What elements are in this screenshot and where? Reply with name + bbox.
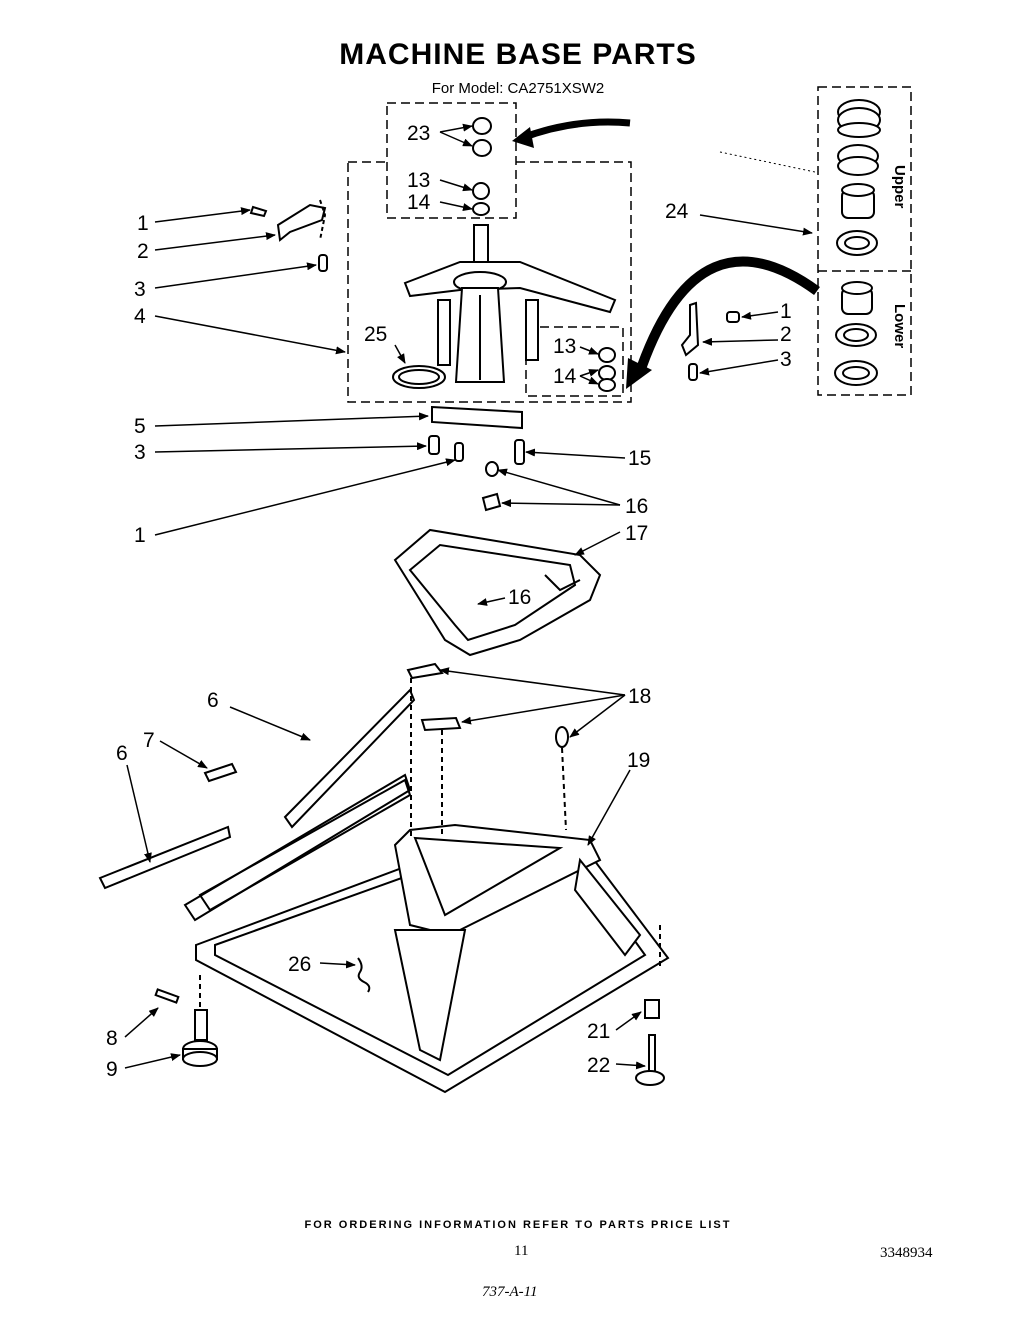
model-line: For Model: CA2751XSW2 [431,80,605,97]
callout-13a: 13 [407,169,430,192]
callout-3a: 3 [134,278,146,301]
machine-base-frame [183,773,670,1094]
callout-19: 19 [627,749,650,772]
callout-6b: 6 [116,742,128,765]
callout-13b: 13 [553,335,576,358]
bearing-kit-inset-box [817,86,912,396]
page-number: 11 [514,1243,529,1259]
bearing-pieces [472,117,616,392]
leveling-feet [154,925,665,1086]
callout-7: 7 [143,729,155,752]
curved-arrows [512,118,820,389]
callout-2a: 2 [137,240,149,263]
bearing-top-box [386,102,517,219]
callout-14a: 14 [407,191,431,214]
callout-16a: 16 [625,495,648,518]
callout-9: 9 [106,1058,118,1081]
callout-26: 26 [288,953,311,976]
side-rails [98,662,569,890]
callout-21: 21 [587,1020,610,1043]
callout-labels: 1 2 3 4 25 5 3 1 15 16 17 16 23 13 14 13… [106,122,792,1081]
callout-17: 17 [625,522,648,545]
callout-2c: 2 [780,323,792,346]
agitator-mount-assembly [392,224,617,389]
callout-3c: 3 [780,348,792,371]
leader-lines [124,123,813,1070]
callout-23: 23 [407,122,430,145]
inset-label-lower: Lower [891,304,908,348]
handwritten-note: 737-A-11 [482,1284,538,1300]
callout-14b: 14 [553,365,577,388]
document-number: 3348934 [880,1245,933,1261]
callout-25: 25 [364,323,387,346]
bearing-kit-drawings [834,99,881,386]
callout-18: 18 [628,685,651,708]
callout-16b: 16 [508,586,531,609]
callout-22: 22 [587,1054,610,1077]
callout-1b: 1 [134,524,146,547]
page-title: MACHINE BASE PARTS [339,38,697,71]
callout-1a: 1 [137,212,149,235]
ordering-info-note: FOR ORDERING INFORMATION REFER TO PARTS … [304,1219,732,1231]
callout-6a: 6 [207,689,219,712]
callout-4: 4 [134,305,146,328]
callout-15: 15 [628,447,651,470]
callout-3b: 3 [134,441,146,464]
inset-label-upper: Upper [891,165,908,209]
callout-24: 24 [665,200,689,223]
callout-8: 8 [106,1027,118,1050]
callout-1c: 1 [780,300,792,323]
dashed-boxes [347,86,912,403]
callout-5: 5 [134,415,146,438]
suspension-frame [393,528,602,657]
